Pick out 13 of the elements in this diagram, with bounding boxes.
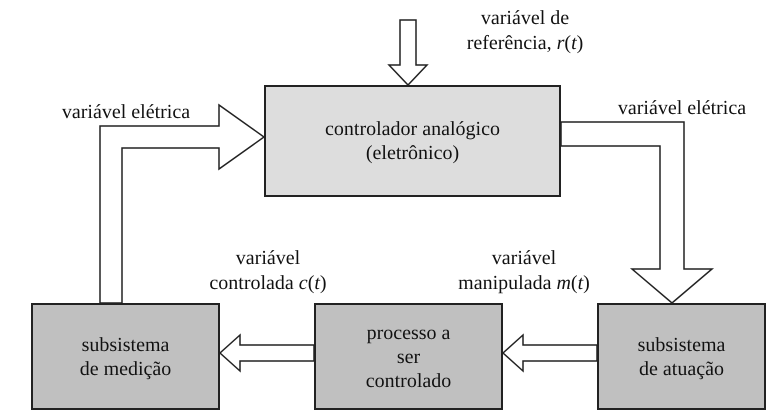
box-label: controlador analógico (eletrônico) [324, 117, 501, 165]
box-label: subsistema de atuação [636, 332, 726, 380]
box-label: subsistema de medição [78, 332, 172, 380]
block-arrow [560, 121, 714, 304]
process-box [264, 85, 561, 197]
block-arrow [502, 333, 598, 373]
process-box [31, 303, 220, 410]
block-arrow [218, 333, 315, 373]
process-box [314, 303, 503, 410]
block-arrow [387, 19, 429, 86]
block-arrow [99, 104, 266, 304]
box-label: processo a ser controlado [364, 320, 452, 392]
process-box [597, 303, 766, 410]
